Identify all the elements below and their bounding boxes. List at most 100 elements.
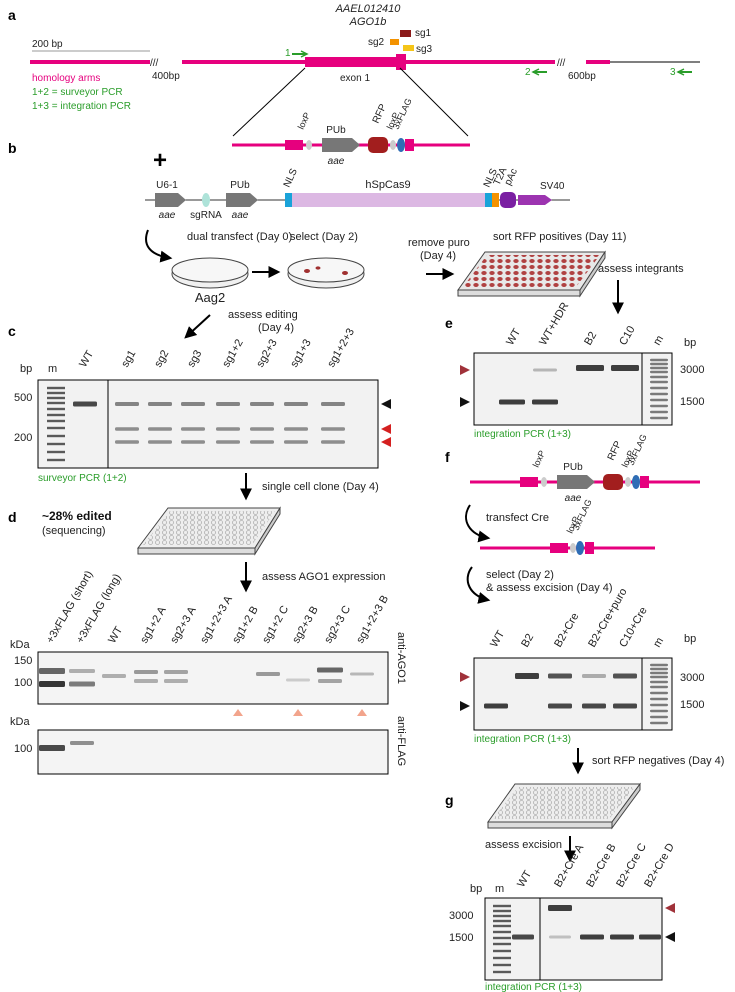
ladder-band xyxy=(493,970,511,974)
plate-g-side xyxy=(487,821,613,829)
gel-c-caption: surveyor PCR (1+2) xyxy=(38,473,127,484)
edited-fraction: ~28% edited xyxy=(42,509,112,523)
gel-band xyxy=(115,427,139,431)
gel-band xyxy=(39,681,65,687)
legend-surveyor: 1+2 = surveyor PCR xyxy=(32,87,123,98)
plate-white-wells xyxy=(143,511,275,545)
ladder-band xyxy=(493,956,511,960)
gene-name: AGO1b xyxy=(349,16,387,28)
gel-e-bp: bp xyxy=(684,337,696,349)
ladder-band xyxy=(493,936,511,940)
ladder-band xyxy=(47,386,65,390)
gel-f-arrow-wt xyxy=(460,701,470,711)
plate-red-side xyxy=(457,289,581,297)
gel-e-bands xyxy=(499,358,668,420)
ladder-band xyxy=(493,942,511,946)
gel-c-tick-200: 200 xyxy=(14,432,32,444)
gel-band xyxy=(73,401,97,407)
dish-1-lid xyxy=(171,257,249,283)
step-remove-puro-day: (Day 4) xyxy=(420,250,456,262)
gel-band xyxy=(650,697,668,701)
exon-1-cds xyxy=(396,54,406,70)
step-assess-editing: assess editing xyxy=(228,309,298,321)
ladder-band xyxy=(47,407,65,411)
u6-aae-label: aae xyxy=(159,210,176,221)
lane-label: sg1+2 xyxy=(220,337,246,369)
gel-e-tick-1500: 1500 xyxy=(680,396,704,408)
gel-band xyxy=(582,703,606,709)
ladder-band xyxy=(493,904,511,908)
gel-band xyxy=(69,681,95,687)
sg2-box xyxy=(390,39,399,45)
gel-band xyxy=(284,440,308,444)
exon-label: exon 1 xyxy=(340,73,370,84)
gel-band xyxy=(499,399,525,405)
f-excised-exon xyxy=(550,543,568,553)
nls-n xyxy=(285,193,292,207)
lane-label: WT xyxy=(77,348,96,369)
lane-label: sg2+3 C xyxy=(322,604,353,646)
ladder-band xyxy=(493,949,511,953)
gel-band xyxy=(134,670,158,674)
ladder-band xyxy=(493,909,511,913)
f-excised-loxp xyxy=(570,543,576,553)
knockout-marker xyxy=(357,709,367,716)
nls-c xyxy=(485,193,492,207)
primer1-label: 1 xyxy=(285,48,291,59)
panel-label-f: f xyxy=(445,449,450,465)
f-loxp1-label: loxP xyxy=(531,449,547,469)
lane-label: sg1+2 C xyxy=(260,604,291,646)
ladder-band xyxy=(493,963,511,967)
cell-line-label: Aag2 xyxy=(195,290,225,305)
f-rfp xyxy=(603,474,623,490)
plate-red-side2 xyxy=(579,250,606,298)
gel-f-arrow-integrated xyxy=(460,672,470,682)
scale-label: 200 bp xyxy=(32,39,63,50)
f-exon-right xyxy=(640,476,649,488)
gel-band xyxy=(650,404,668,408)
pub-aae-label: aae xyxy=(232,210,249,221)
gel-band xyxy=(148,402,172,406)
gel-e-tick-3000: 3000 xyxy=(680,364,704,376)
lane-label: WT+HDR xyxy=(537,300,571,347)
gel-g-arrow-integrated xyxy=(665,903,675,913)
gel-band xyxy=(650,375,668,379)
blot-ago1-tick-150: 150 xyxy=(14,655,32,667)
gap-left-label: 400bp xyxy=(152,71,180,82)
legend-integration: 1+3 = integration PCR xyxy=(32,101,131,112)
blot-ago1-kda: kDa xyxy=(10,639,30,651)
lane-label: B2 xyxy=(582,330,599,348)
gel-f-tick-1500: 1500 xyxy=(680,699,704,711)
gel-band xyxy=(321,440,345,444)
gel-band xyxy=(650,398,668,402)
gel-band xyxy=(639,934,661,940)
arrow-to-gel-c xyxy=(184,314,211,339)
step-transfect-cre: transfect Cre xyxy=(486,512,549,524)
lane-label: B2+Cre xyxy=(552,611,581,650)
gel-c-arrow-cleaved1 xyxy=(381,424,391,434)
step-assess-integrants: assess integrants xyxy=(598,263,684,275)
gel-band xyxy=(548,905,572,911)
sg2-label: sg2 xyxy=(368,37,385,48)
step-single-cell-clone: single cell clone (Day 4) xyxy=(262,481,379,493)
donor-exon xyxy=(285,140,303,150)
cas9-box xyxy=(292,193,485,207)
sg3-box xyxy=(403,45,414,51)
gel-e-arrow-integrated xyxy=(460,365,470,375)
gel-band xyxy=(613,673,637,679)
step-sort-rfp-pos: sort RFP positives (Day 11) xyxy=(493,231,626,243)
gel-band xyxy=(484,703,508,709)
step-assess-editing-day: (Day 4) xyxy=(258,322,294,334)
primer3-label: 3 xyxy=(670,67,676,78)
arrow-select-excision xyxy=(466,566,491,604)
donor-loxp1 xyxy=(306,140,312,150)
primer2-head xyxy=(531,68,540,76)
lane-label: sg1+2+3 B xyxy=(354,593,391,645)
gel-band xyxy=(321,427,345,431)
f-exon xyxy=(520,477,538,487)
break-left-glyph: /// xyxy=(150,58,159,69)
panel-label-d: d xyxy=(8,509,17,525)
legend-homology: homology arms xyxy=(32,73,100,84)
ladder-band xyxy=(47,458,65,462)
